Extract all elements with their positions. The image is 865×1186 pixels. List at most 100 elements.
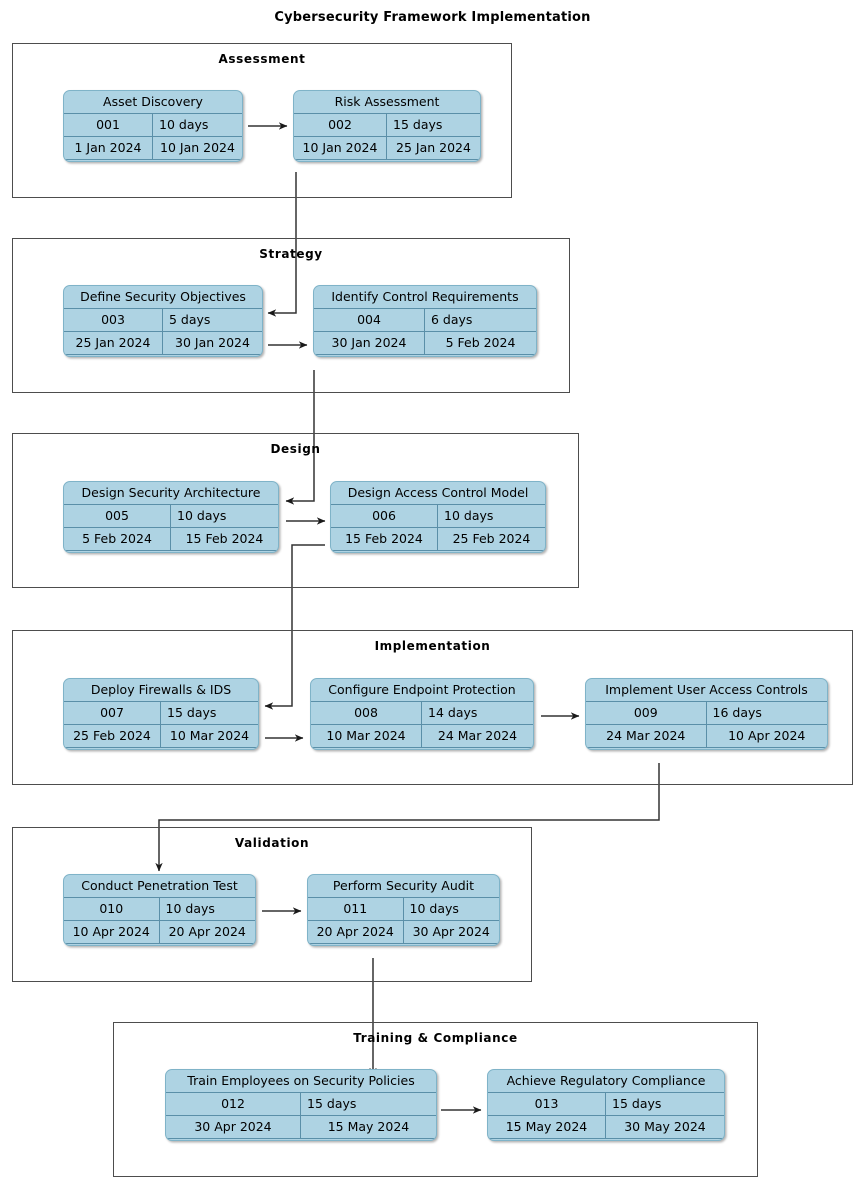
task-row-name: Train Employees on Security Policies: [166, 1070, 436, 1093]
task-row-meta: 004 6 days: [314, 309, 536, 332]
task-end-date: 10 Apr 2024: [728, 728, 806, 743]
task-end-date: 10 Jan 2024: [160, 140, 235, 155]
task-name: Implement User Access Controls: [605, 682, 808, 697]
task-id: 003: [64, 309, 163, 331]
task-row-meta: 009 16 days: [586, 702, 827, 725]
task-card-008[interactable]: Configure Endpoint Protection 008 14 day…: [310, 678, 534, 750]
task-start-date: 25 Feb 2024: [64, 725, 161, 747]
task-row-name: Identify Control Requirements: [314, 286, 536, 309]
task-id: 004: [314, 309, 425, 331]
task-card-004[interactable]: Identify Control Requirements 004 6 days…: [313, 285, 537, 357]
task-row-owner: Mia: [488, 1139, 724, 1140]
task-name: Design Security Architecture: [81, 485, 261, 500]
task-name: Train Employees on Security Policies: [187, 1073, 415, 1088]
task-row-owner: Ivy: [586, 748, 827, 749]
task-start-date: 25 Jan 2024: [64, 332, 163, 354]
phase-design[interactable]: Design: [12, 433, 579, 588]
task-end-date: 15 Feb 2024: [185, 531, 264, 546]
task-row-owner: Frank: [331, 551, 545, 552]
task-owner: Ivy: [586, 748, 827, 749]
task-card-009[interactable]: Implement User Access Controls 009 16 da…: [585, 678, 828, 750]
task-duration: 10 days: [444, 508, 494, 523]
task-id: 011: [308, 898, 404, 920]
phase-assessment[interactable]: Assessment: [12, 43, 512, 198]
task-duration: 10 days: [165, 901, 215, 916]
task-id: 002: [294, 114, 387, 136]
task-id: 005: [64, 505, 171, 527]
task-owner: Kate: [308, 944, 499, 945]
task-card-013[interactable]: Achieve Regulatory Compliance 013 15 day…: [487, 1069, 725, 1141]
task-row-dates: 1 Jan 2024 10 Jan 2024: [64, 137, 242, 160]
task-start-date: 1 Jan 2024: [64, 137, 153, 159]
task-row-dates: 15 May 2024 30 May 2024: [488, 1116, 724, 1139]
task-row-dates: 24 Mar 2024 10 Apr 2024: [586, 725, 827, 748]
task-start-date: 24 Mar 2024: [586, 725, 707, 747]
task-row-name: Deploy Firewalls & IDS: [64, 679, 258, 702]
task-row-meta: 006 10 days: [331, 505, 545, 528]
task-owner: Frank: [331, 551, 545, 552]
task-row-meta: 010 10 days: [64, 898, 255, 921]
task-card-005[interactable]: Design Security Architecture 005 10 days…: [63, 481, 279, 553]
task-owner: Bob: [294, 160, 480, 161]
task-row-dates: 15 Feb 2024 25 Feb 2024: [331, 528, 545, 551]
task-row-name: Configure Endpoint Protection: [311, 679, 533, 702]
task-start-date: 5 Feb 2024: [64, 528, 171, 550]
task-card-010[interactable]: Conduct Penetration Test 010 10 days 10 …: [63, 874, 256, 946]
task-start-date: 10 Jan 2024: [294, 137, 387, 159]
task-duration: 15 days: [167, 705, 217, 720]
task-row-meta: 012 15 days: [166, 1093, 436, 1116]
task-id: 009: [586, 702, 707, 724]
task-name: Deploy Firewalls & IDS: [90, 682, 232, 697]
phase-title-training-compliance: Training & Compliance: [353, 1031, 518, 1045]
task-id: 007: [64, 702, 161, 724]
task-row-dates: 5 Feb 2024 15 Feb 2024: [64, 528, 278, 551]
task-row-owner: Eve: [64, 551, 278, 552]
task-end-date: 25 Feb 2024: [452, 531, 531, 546]
phase-validation[interactable]: Validation: [12, 827, 532, 982]
task-start-date: 10 Apr 2024: [64, 921, 160, 943]
task-card-006[interactable]: Design Access Control Model 006 10 days …: [330, 481, 546, 553]
task-owner: Grace: [64, 748, 258, 749]
task-id: 013: [488, 1093, 606, 1115]
task-id: 001: [64, 114, 153, 136]
task-row-dates: 10 Apr 2024 20 Apr 2024: [64, 921, 255, 944]
task-card-002[interactable]: Risk Assessment 002 15 days 10 Jan 2024 …: [293, 90, 481, 162]
task-row-meta: 003 5 days: [64, 309, 262, 332]
task-owner: Liam: [166, 1139, 436, 1140]
task-end-date: 30 Jan 2024: [175, 335, 250, 350]
task-end-date: 24 Mar 2024: [437, 728, 518, 743]
task-row-owner: Bob: [294, 160, 480, 161]
task-start-date: 15 May 2024: [488, 1116, 606, 1138]
task-start-date: 15 Feb 2024: [331, 528, 438, 550]
task-name: Conduct Penetration Test: [81, 878, 238, 893]
task-duration: 10 days: [409, 901, 459, 916]
task-end-date: 25 Jan 2024: [396, 140, 471, 155]
task-name: Identify Control Requirements: [331, 289, 519, 304]
task-duration: 10 days: [159, 117, 209, 132]
task-card-003[interactable]: Define Security Objectives 003 5 days 25…: [63, 285, 263, 357]
task-card-012[interactable]: Train Employees on Security Policies 012…: [165, 1069, 437, 1141]
phase-strategy[interactable]: Strategy: [12, 238, 570, 393]
task-row-name: Design Access Control Model: [331, 482, 545, 505]
task-row-name: Design Security Architecture: [64, 482, 278, 505]
task-row-meta: 002 15 days: [294, 114, 480, 137]
task-start-date: 30 Jan 2024: [314, 332, 425, 354]
task-id: 008: [311, 702, 422, 724]
task-card-007[interactable]: Deploy Firewalls & IDS 007 15 days 25 Fe…: [63, 678, 259, 750]
task-duration: 10 days: [177, 508, 227, 523]
task-start-date: 20 Apr 2024: [308, 921, 404, 943]
task-row-dates: 10 Mar 2024 24 Mar 2024: [311, 725, 533, 748]
task-owner: Alice: [64, 160, 242, 161]
task-name: Asset Discovery: [103, 94, 203, 109]
task-row-owner: Charlie: [64, 355, 262, 356]
task-card-011[interactable]: Perform Security Audit 011 10 days 20 Ap…: [307, 874, 500, 946]
task-duration: 16 days: [712, 705, 762, 720]
task-card-001[interactable]: Asset Discovery 001 10 days 1 Jan 2024 1…: [63, 90, 243, 162]
phase-implementation[interactable]: Implementation: [12, 630, 853, 785]
phase-training-compliance[interactable]: Training & Compliance: [113, 1022, 758, 1177]
task-row-meta: 005 10 days: [64, 505, 278, 528]
phase-title-validation: Validation: [234, 836, 310, 850]
task-row-dates: 10 Jan 2024 25 Jan 2024: [294, 137, 480, 160]
task-id: 006: [331, 505, 438, 527]
task-duration: 15 days: [393, 117, 443, 132]
